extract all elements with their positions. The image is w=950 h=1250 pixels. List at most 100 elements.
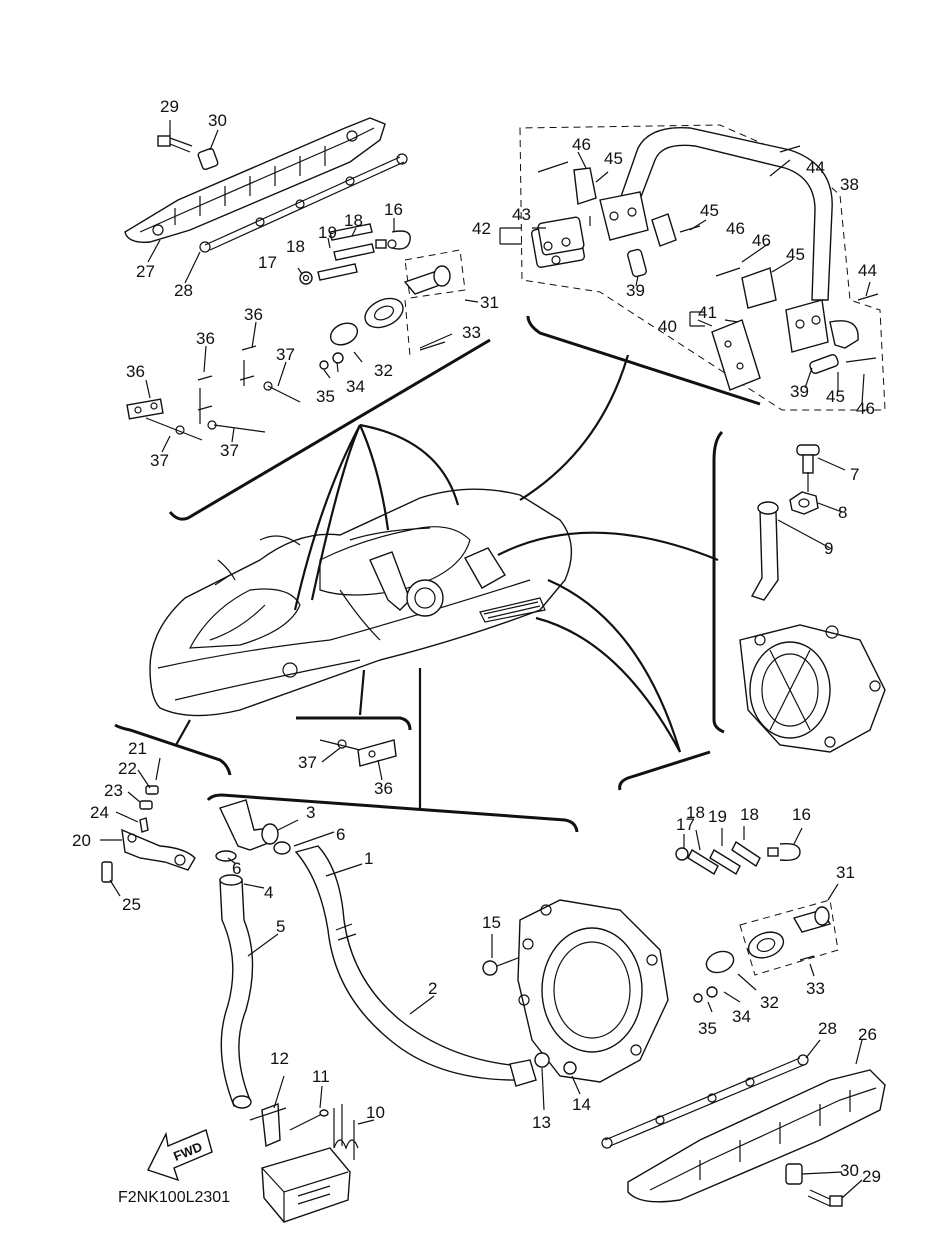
callout-18: 18 — [344, 211, 363, 230]
callout-46: 46 — [726, 219, 745, 238]
callout-37: 37 — [150, 451, 169, 470]
callout-6: 6 — [232, 859, 241, 878]
callout-23: 23 — [104, 781, 123, 800]
callout-25: 25 — [122, 895, 141, 914]
grab-handle-26 — [627, 1069, 886, 1203]
rear-handle-38 — [617, 126, 833, 301]
box-10 — [261, 1104, 359, 1223]
leader-arrows — [175, 354, 719, 808]
callout-32: 32 — [374, 361, 393, 380]
callout-33: 33 — [462, 323, 481, 342]
callout-34: 34 — [732, 1007, 751, 1026]
clip-set-36-37-center — [319, 739, 397, 767]
callout-41: 41 — [698, 303, 717, 322]
callout-26: 26 — [858, 1025, 877, 1044]
callout-45: 45 — [604, 149, 623, 168]
drain-plug-31-top — [403, 265, 451, 295]
callout-32: 32 — [760, 993, 779, 1012]
callout-14: 14 — [572, 1095, 591, 1114]
fwd-arrow-icon: FWD — [147, 1129, 213, 1182]
u-bolt-16-bottom — [767, 842, 801, 862]
callout-22: 22 — [118, 759, 137, 778]
clamp-6 — [215, 841, 291, 862]
nut-17-top — [299, 271, 313, 285]
callout-24: 24 — [90, 803, 109, 822]
callout-30: 30 — [208, 111, 227, 130]
callout-40: 40 — [658, 317, 677, 336]
callout-29: 29 — [862, 1167, 881, 1186]
callout-34: 34 — [346, 377, 365, 396]
hose-4-5 — [219, 874, 254, 1109]
callout-43: 43 — [512, 205, 531, 224]
callout-36: 36 — [126, 362, 145, 381]
callout-15: 15 — [482, 913, 501, 932]
cover-strip-28 — [199, 153, 408, 253]
callout-21: 21 — [128, 739, 147, 758]
plates-18-19-bottom — [687, 840, 761, 875]
grab-handle-27 — [124, 117, 386, 243]
callout-10: 10 — [366, 1103, 385, 1122]
callout-18: 18 — [740, 805, 759, 824]
callout-31: 31 — [480, 293, 499, 312]
clip-set-36-37-left — [126, 345, 301, 441]
callout-37: 37 — [298, 753, 317, 772]
callout-11: 11 — [312, 1067, 330, 1086]
callout-16: 16 — [792, 805, 811, 824]
callout-7: 7 — [850, 465, 859, 484]
callout-45: 45 — [786, 245, 805, 264]
callout-37: 37 — [220, 441, 239, 460]
callout-28: 28 — [818, 1019, 837, 1038]
callout-46: 46 — [572, 135, 591, 154]
drain-plug-31-bottom — [792, 906, 832, 933]
drain-housing-32-top — [329, 297, 404, 346]
pin-11 — [289, 1109, 329, 1131]
u-bolt-16-top — [375, 230, 411, 250]
callout-35: 35 — [698, 1019, 717, 1038]
jet-pump-housing — [739, 624, 886, 753]
callout-2: 2 — [428, 979, 437, 998]
impeller-housing — [517, 899, 669, 1083]
callout-18: 18 — [286, 237, 305, 256]
callout-45: 45 — [826, 387, 845, 406]
callout-3: 3 — [306, 803, 315, 822]
callout-4: 4 — [264, 883, 273, 902]
callout-46: 46 — [752, 231, 771, 250]
callout-labels: 29 30 27 28 16 18 19 18 17 31 33 32 34 3… — [72, 97, 881, 1186]
callout-33: 33 — [806, 979, 825, 998]
callout-19: 19 — [708, 807, 727, 826]
callout-36: 36 — [244, 305, 263, 324]
bracket-20 — [121, 828, 196, 871]
hose-9 — [750, 501, 779, 601]
callout-37: 37 — [276, 345, 295, 364]
hose-1-2 — [294, 845, 537, 1087]
nut-8 — [789, 491, 819, 515]
callout-9: 9 — [824, 539, 833, 558]
callout-13: 13 — [532, 1113, 551, 1132]
plates-18-19-top — [317, 223, 375, 281]
callout-8: 8 — [838, 503, 847, 522]
callout-36: 36 — [196, 329, 215, 348]
callout-36: 36 — [374, 779, 393, 798]
callout-39: 39 — [790, 382, 809, 401]
callout-46: 46 — [856, 399, 875, 418]
bracket-right — [741, 267, 859, 353]
callout-35: 35 — [316, 387, 335, 406]
callout-44: 44 — [858, 261, 877, 280]
callout-1: 1 — [364, 849, 373, 868]
callout-20: 20 — [72, 831, 91, 850]
diagram-code: F2NK100L2301 — [118, 1189, 230, 1206]
callout-31: 31 — [836, 863, 855, 882]
callout-17: 17 — [258, 253, 277, 272]
watercraft-hull — [149, 488, 573, 717]
callout-18: 18 — [686, 803, 705, 822]
bolt-29-top — [157, 135, 193, 153]
bolt-29-bottom — [807, 1189, 843, 1207]
callout-5: 5 — [276, 917, 285, 936]
cover-strip-28-bottom — [601, 1054, 809, 1149]
callout-29: 29 — [160, 97, 179, 116]
callout-17: 17 — [676, 815, 695, 834]
callout-28: 28 — [174, 281, 193, 300]
callout-16: 16 — [384, 200, 403, 219]
callout-30: 30 — [840, 1161, 859, 1180]
